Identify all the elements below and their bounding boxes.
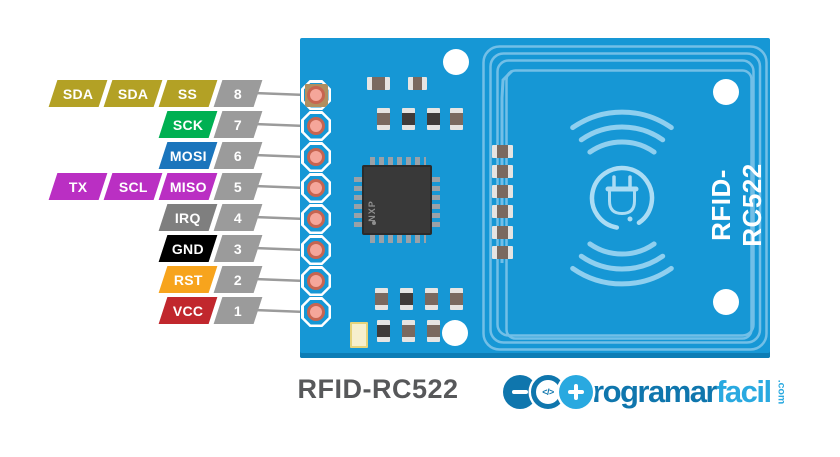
plus-circle-icon bbox=[559, 375, 593, 409]
smd-component bbox=[377, 320, 390, 342]
header-pad-1 bbox=[301, 297, 331, 327]
smd-component bbox=[492, 165, 513, 178]
connector-line-4 bbox=[253, 215, 307, 221]
smd-component bbox=[408, 77, 427, 90]
programarfacil-logo: </> rogramarfacil .com bbox=[503, 369, 793, 415]
pin-label-irq-4: IRQ bbox=[158, 203, 218, 231]
pin-label-miso-5: MISO bbox=[158, 172, 218, 200]
pin-number-5: 5 bbox=[213, 172, 263, 200]
chip-pins-top bbox=[370, 157, 426, 165]
pin-label-sck-7: SCK bbox=[158, 110, 218, 138]
connector-line-6 bbox=[253, 153, 307, 159]
smd-component bbox=[492, 226, 513, 239]
header-pad-7 bbox=[301, 111, 331, 141]
pin-label-ss-8: SS bbox=[158, 79, 218, 107]
smd-component bbox=[425, 288, 438, 310]
header-pad-2 bbox=[301, 266, 331, 296]
smd-component bbox=[492, 185, 513, 198]
logo-wordmark: rogramarfacil bbox=[592, 374, 772, 410]
mounting-hole bbox=[442, 320, 468, 346]
rfid-board: NXP RFID-RC522 bbox=[300, 38, 770, 358]
pin-number-8: 8 bbox=[213, 79, 263, 107]
smd-component bbox=[367, 77, 390, 90]
header-pad-8 bbox=[301, 80, 331, 110]
code-glyph: </> bbox=[542, 387, 554, 397]
pin-number-7: 7 bbox=[213, 110, 263, 138]
mounting-hole bbox=[713, 289, 739, 315]
connector-line-3 bbox=[253, 246, 307, 252]
mounting-hole bbox=[443, 49, 469, 75]
smd-component bbox=[492, 246, 513, 259]
pin-number-6: 6 bbox=[213, 141, 263, 169]
pin-number-1: 1 bbox=[213, 296, 263, 324]
header-pad-3 bbox=[301, 235, 331, 265]
pin-number-4: 4 bbox=[213, 203, 263, 231]
led-component bbox=[350, 322, 368, 348]
pin-number-3: 3 bbox=[213, 234, 263, 262]
connector-line-5 bbox=[253, 184, 307, 190]
pin-label-rst-2: RST bbox=[158, 265, 218, 293]
smd-component bbox=[402, 320, 415, 342]
smd-component bbox=[450, 108, 463, 130]
antenna-traces bbox=[482, 45, 768, 351]
smd-component bbox=[492, 145, 513, 158]
nxp-chip: NXP bbox=[362, 165, 432, 235]
logo-text-dark: rogramar bbox=[592, 374, 718, 409]
chip-pins-right bbox=[432, 173, 440, 227]
board-silkscreen-text: RFID-RC522 bbox=[706, 163, 767, 247]
pin-label-scl-5: SCL bbox=[103, 172, 163, 200]
header-pad-4 bbox=[301, 204, 331, 234]
smd-component bbox=[450, 288, 463, 310]
chip-label: NXP bbox=[366, 200, 377, 222]
connector-line-7 bbox=[253, 122, 307, 128]
logo-text-light: facil bbox=[716, 374, 772, 409]
chip-pin1-dot bbox=[372, 221, 376, 225]
connector-line-2 bbox=[253, 277, 307, 283]
module-caption: RFID-RC522 bbox=[297, 374, 459, 404]
nfc-wave-arcs bbox=[570, 109, 674, 287]
pin-label-sda-8: SDA bbox=[48, 79, 108, 107]
pin-label-gnd-3: GND bbox=[158, 234, 218, 262]
smd-component bbox=[427, 108, 440, 130]
pin-number-2: 2 bbox=[213, 265, 263, 293]
header-pad-6 bbox=[301, 142, 331, 172]
chip-pins-bottom bbox=[370, 235, 426, 243]
chip-pins-left bbox=[354, 173, 362, 227]
connector-line-8 bbox=[253, 91, 307, 97]
smd-component bbox=[377, 108, 390, 130]
smd-component bbox=[402, 108, 415, 130]
pin-label-vcc-1: VCC bbox=[158, 296, 218, 324]
pin-label-tx-5: TX bbox=[48, 172, 108, 200]
smd-component bbox=[427, 320, 440, 342]
nfc-symbol bbox=[589, 165, 655, 231]
pin-label-sda-8: SDA bbox=[103, 79, 163, 107]
pin-label-mosi-6: MOSI bbox=[158, 141, 218, 169]
logo-tld: .com bbox=[774, 379, 787, 405]
smd-component bbox=[492, 205, 513, 218]
header-pad-5 bbox=[301, 173, 331, 203]
smd-component bbox=[400, 288, 413, 310]
smd-component bbox=[375, 288, 388, 310]
mounting-hole bbox=[713, 79, 739, 105]
connector-line-1 bbox=[253, 308, 307, 314]
